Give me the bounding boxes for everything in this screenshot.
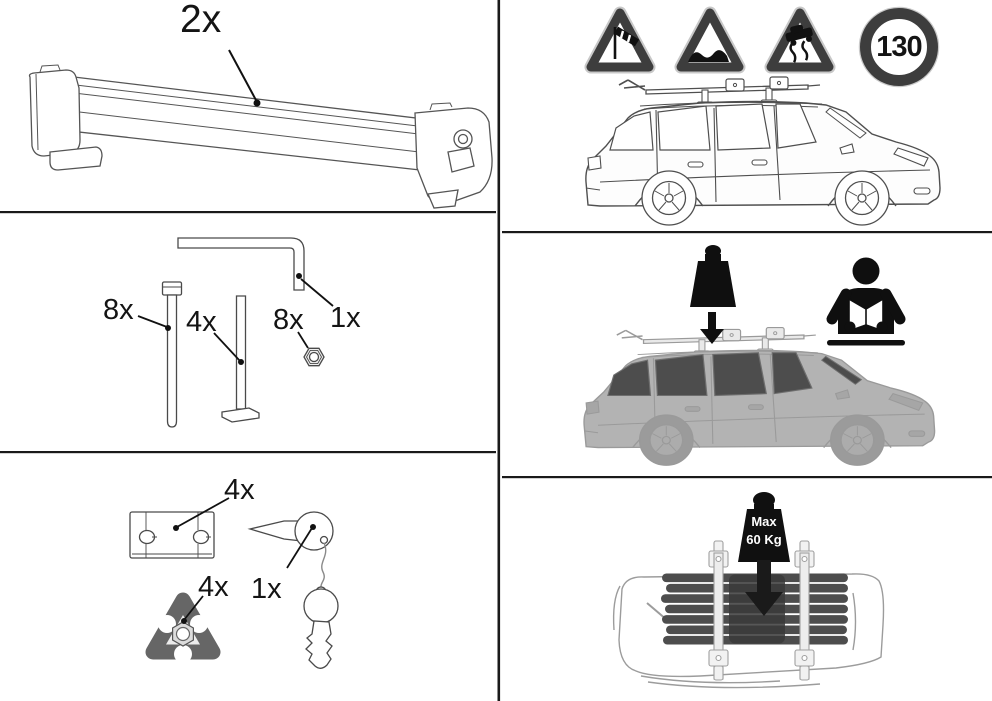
bolt-drawing [137,281,183,428]
bumps-icon [688,50,729,62]
fittings-panel [129,497,339,669]
allen-key-qty-label: 1x [330,302,361,334]
carrier-leader-line [228,49,261,107]
max-load-word: Max [751,514,777,529]
speed-limit-value: 130 [876,31,922,63]
clamp-plate-drawing [129,497,230,559]
nut-drawing [297,331,325,367]
carrier-bar-left [708,540,729,681]
keys-qty-label: 1x [251,573,282,605]
ski-carrier-panel [28,49,493,209]
carrier-bar-right [794,540,815,681]
windsock-icon [613,26,640,59]
max-weight-icon [738,492,790,562]
lock-and-keys-drawing [247,511,339,669]
plate-qty-label: 4x [224,474,255,506]
vertical-divider [497,0,501,701]
uneven-road-warning-sign [674,6,746,74]
crosswind-warning-sign [584,6,656,74]
rod-drawing [213,295,260,423]
rod-qty-label: 4x [186,306,217,338]
max-load-label: Max 60 Kg [737,513,791,548]
carrier-bars-top-view [708,540,815,681]
carrier-qty-label: 2x [180,0,222,41]
ski-bundle [661,573,848,645]
speed-limit-sign [858,6,940,88]
right-divider-2 [502,476,992,479]
skidding-car-icon [785,24,813,63]
right-divider-1 [502,231,992,234]
down-arrow-icon [700,312,724,344]
bolt-qty-label: 8x [103,294,134,326]
max-load-value: 60 Kg [746,531,782,547]
car-with-carrier-outline [585,77,940,225]
max-load-arrow-icon [745,560,783,616]
ski-carrier-drawing [28,64,493,209]
left-divider-2 [0,451,496,454]
nut-qty-label: 8x [273,304,304,336]
left-divider-1 [0,211,496,214]
knob-qty-label: 4x [198,571,229,603]
slippery-road-warning-sign [764,6,836,74]
weight-icon [690,245,736,307]
hardware-panel [137,237,334,428]
read-manual-icon [826,257,906,346]
car-with-carrier-gray [584,327,935,466]
allen-key-drawing [177,237,334,307]
wing-knob-drawing [145,592,221,663]
road-signs-row [584,6,940,88]
